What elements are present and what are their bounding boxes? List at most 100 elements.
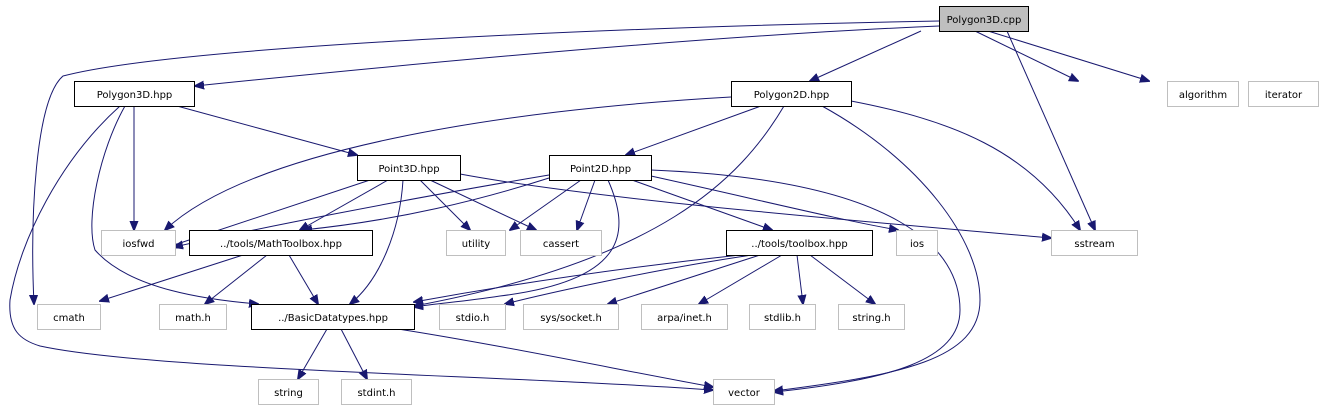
node-box bbox=[251, 304, 415, 330]
node-box bbox=[189, 230, 373, 256]
node-box bbox=[101, 230, 176, 256]
node-polygon3d_cpp[interactable]: Polygon3D.cpp bbox=[939, 6, 1029, 32]
edge-polygon2d_hpp-to-iosfwd bbox=[165, 96, 732, 230]
node-label: utility bbox=[462, 239, 491, 250]
node-label: Polygon3D.hpp bbox=[97, 90, 173, 101]
node-box bbox=[838, 304, 905, 330]
node-box bbox=[1248, 81, 1319, 107]
node-stdint_h: stdint.h bbox=[341, 379, 412, 405]
edge-point2d_hpp-to-basicdatatypes_hpp bbox=[414, 179, 620, 307]
node-label: math.h bbox=[175, 313, 211, 324]
edge-point2d_hpp-to-mathtoolbox_hpp bbox=[303, 177, 550, 230]
node-box bbox=[523, 304, 619, 330]
edge-polygon2d_hpp-to-sstream bbox=[850, 100, 1080, 230]
node-label: ../BasicDatatypes.hpp bbox=[278, 313, 388, 324]
node-algorithm: algorithm bbox=[1167, 81, 1239, 107]
node-box bbox=[159, 304, 227, 330]
node-polygon3d_hpp[interactable]: Polygon3D.hpp bbox=[74, 81, 195, 107]
node-label: stdint.h bbox=[357, 388, 395, 399]
edge-toolbox_hpp-to-arpa_inet_h bbox=[699, 254, 783, 304]
node-box bbox=[726, 230, 873, 256]
node-cmath: cmath bbox=[37, 304, 101, 330]
node-label: Polygon2D.hpp bbox=[754, 90, 830, 101]
node-math_h: math.h bbox=[159, 304, 227, 330]
node-iterator: iterator bbox=[1248, 81, 1319, 107]
edge-polygon3d_hpp-to-basicdatatypes_hpp bbox=[91, 105, 258, 304]
node-box bbox=[357, 155, 461, 181]
node-box bbox=[1167, 81, 1239, 107]
edge-mathtoolbox_hpp-to-basicdatatypes_hpp bbox=[288, 254, 318, 304]
node-arpa_inet_h: arpa/inet.h bbox=[641, 304, 728, 330]
node-basicdatatypes_hpp[interactable]: ../BasicDatatypes.hpp bbox=[251, 304, 415, 330]
node-label: string bbox=[274, 388, 303, 399]
edge-point3d_hpp-to-basicdatatypes_hpp bbox=[350, 179, 404, 304]
edge-point2d_hpp-to-toolbox_hpp bbox=[631, 179, 772, 230]
node-label: cassert bbox=[543, 239, 579, 250]
node-label: arpa/inet.h bbox=[657, 313, 712, 324]
node-label: stdio.h bbox=[456, 313, 490, 324]
node-box bbox=[446, 230, 506, 256]
node-toolbox_hpp[interactable]: ../tools/toolbox.hpp bbox=[726, 230, 873, 256]
edge-mathtoolbox_hpp-to-math_h bbox=[205, 254, 268, 304]
node-box bbox=[713, 379, 775, 405]
node-box bbox=[258, 379, 319, 405]
node-box bbox=[896, 230, 938, 256]
edge-mathtoolbox_hpp-to-cmath bbox=[100, 254, 244, 301]
edge-point2d_hpp-to-ios bbox=[650, 175, 898, 230]
edge-toolbox_hpp-to-basicdatatypes_hpp bbox=[414, 254, 741, 302]
node-polygon2d_hpp[interactable]: Polygon2D.hpp bbox=[731, 81, 852, 107]
edge-basicdatatypes_hpp-to-vector bbox=[397, 328, 713, 387]
edge-toolbox_hpp-to-stdlib_h bbox=[796, 254, 803, 304]
edge-toolbox_hpp-to-stdio_h bbox=[505, 254, 753, 304]
node-box bbox=[749, 304, 816, 330]
node-utility: utility bbox=[446, 230, 506, 256]
node-iosfwd: iosfwd bbox=[101, 230, 176, 256]
edges-layer bbox=[9, 20, 1149, 392]
node-box bbox=[520, 230, 602, 256]
edge-polygon3d_cpp-to-iterator bbox=[987, 30, 1149, 81]
edge-polygon2d_hpp-to-basicdatatypes_hpp bbox=[414, 105, 785, 306]
edge-point3d_hpp-to-mathtoolbox_hpp bbox=[300, 179, 389, 230]
edge-polygon2d_hpp-to-point2d_hpp bbox=[626, 105, 762, 155]
edge-toolbox_hpp-to-string_h bbox=[809, 254, 875, 304]
node-box bbox=[74, 81, 195, 107]
node-string: string bbox=[258, 379, 319, 405]
edge-point3d_hpp-to-utility bbox=[419, 179, 470, 230]
node-ios: ios bbox=[896, 230, 938, 256]
edge-polygon3d_cpp-to-cmath bbox=[33, 20, 940, 304]
node-mathtoolbox_hpp[interactable]: ../tools/MathToolbox.hpp bbox=[189, 230, 373, 256]
node-label: string.h bbox=[852, 313, 890, 324]
node-box bbox=[731, 81, 852, 107]
node-box bbox=[641, 304, 728, 330]
node-box bbox=[341, 379, 412, 405]
edge-polygon3d_cpp-to-sstream bbox=[1006, 30, 1095, 230]
node-cassert: cassert bbox=[520, 230, 602, 256]
edge-polygon3d_hpp-to-point3d_hpp bbox=[176, 105, 357, 155]
edge-polygon3d_cpp-to-algorithm bbox=[974, 30, 1078, 81]
node-label: Polygon3D.cpp bbox=[947, 15, 1022, 26]
edge-polygon3d_cpp-to-polygon2d_hpp bbox=[810, 30, 922, 81]
node-label: ../tools/MathToolbox.hpp bbox=[220, 239, 342, 250]
node-sys_socket_h: sys/socket.h bbox=[523, 304, 619, 330]
edge-point2d_hpp-to-utility bbox=[510, 179, 582, 230]
node-box bbox=[37, 304, 101, 330]
node-box bbox=[439, 304, 506, 330]
edge-point3d_hpp-to-sstream bbox=[459, 173, 1051, 238]
node-box bbox=[939, 6, 1029, 32]
node-label: iosfwd bbox=[123, 239, 155, 250]
node-label: ../tools/toolbox.hpp bbox=[751, 239, 847, 250]
node-label: stdlib.h bbox=[764, 313, 801, 324]
node-label: cmath bbox=[53, 313, 85, 324]
node-box bbox=[549, 155, 652, 181]
edge-point2d_hpp-to-vector bbox=[650, 169, 961, 392]
node-label: iterator bbox=[1265, 90, 1303, 101]
node-label: ios bbox=[910, 239, 924, 250]
node-point3d_hpp[interactable]: Point3D.hpp bbox=[357, 155, 461, 181]
edge-point2d_hpp-to-cassert bbox=[577, 179, 596, 230]
node-point2d_hpp[interactable]: Point2D.hpp bbox=[549, 155, 652, 181]
node-label: vector bbox=[728, 388, 761, 399]
node-stdlib_h: stdlib.h bbox=[749, 304, 816, 330]
edge-basicdatatypes_hpp-to-string bbox=[298, 328, 328, 379]
